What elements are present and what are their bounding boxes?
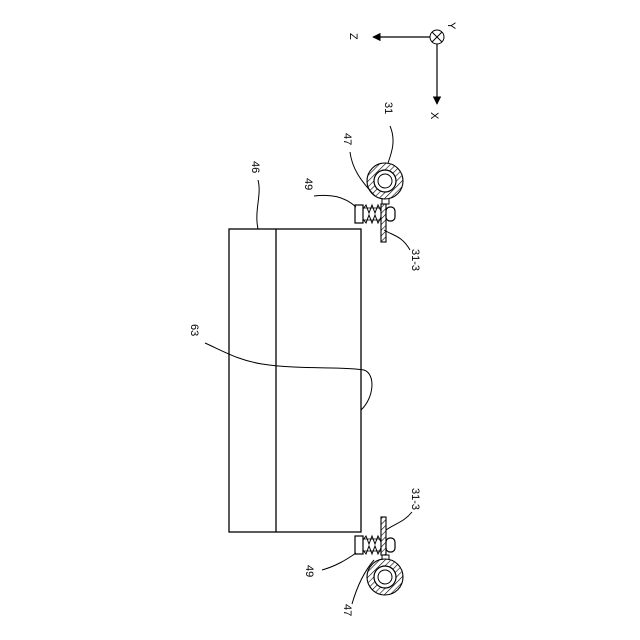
ring-bottom-inner — [374, 566, 396, 588]
z-axis-label: Z — [347, 33, 359, 40]
leader-49-bottom — [322, 553, 356, 570]
x-axis-label: X — [428, 112, 440, 120]
bottom-assembly — [355, 517, 403, 595]
fastener-top-nut — [386, 207, 395, 221]
plate-bottom — [381, 517, 386, 555]
leader-31-3-top — [384, 230, 410, 250]
leader-31 — [388, 126, 393, 163]
label-47-top: 47 — [341, 133, 353, 145]
fastener-top-head — [355, 205, 363, 223]
plate-top — [381, 204, 386, 242]
main-body — [229, 229, 361, 532]
label-46: 46 — [249, 161, 261, 173]
label-31-3-bottom: 31-3 — [409, 488, 421, 510]
top-assembly — [355, 163, 403, 242]
spring-top-body — [363, 208, 381, 220]
label-31-3-top: 31-3 — [409, 249, 421, 271]
fastener-bottom-nut — [386, 538, 395, 552]
ring-top-inner — [374, 170, 396, 192]
leader-49-top — [314, 195, 356, 207]
y-axis-label: Y — [445, 22, 457, 30]
leader-31-3-bottom — [386, 512, 412, 530]
label-49-top: 49 — [302, 178, 314, 190]
coordinate-axes: Y Z X — [347, 22, 457, 120]
fastener-bottom-head — [355, 536, 363, 554]
label-49-bottom: 49 — [303, 565, 315, 577]
label-63: 63 — [188, 324, 200, 336]
curve-63 — [205, 343, 372, 410]
label-31: 31 — [382, 102, 394, 114]
main-body-outline — [229, 229, 361, 532]
leader-46 — [257, 180, 259, 229]
spring-bottom-body — [363, 539, 381, 551]
label-47-bottom: 47 — [341, 604, 353, 616]
